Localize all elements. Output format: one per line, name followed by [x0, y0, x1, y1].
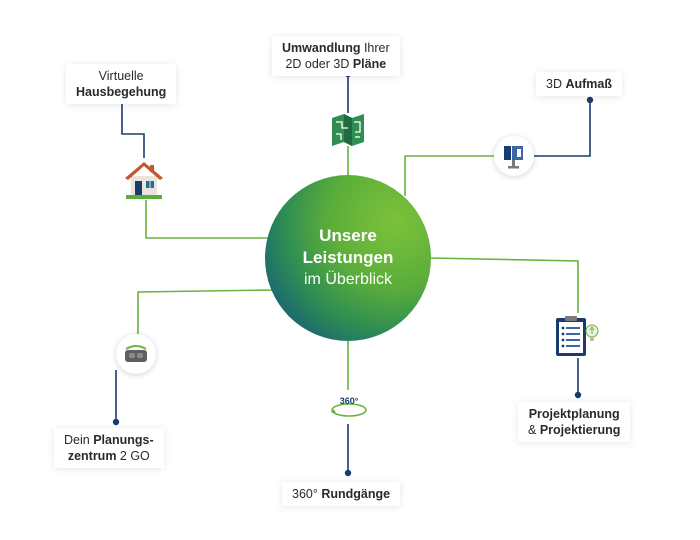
label-planungszentrum-bold2: zentrum	[67, 449, 117, 463]
360-icon: 360°	[328, 390, 370, 424]
house-icon	[122, 158, 166, 202]
label-hausbegehung: Virtuelle Hausbegehung	[66, 64, 177, 104]
label-planungszentrum-light2: 2 GO	[116, 449, 150, 463]
label-aufmass: 3D Aufmaß	[536, 72, 622, 96]
connector-aufmass-top	[534, 100, 591, 157]
hub-title-line1: Unsere	[319, 226, 377, 245]
hub-title-line2: Leistungen	[302, 248, 394, 267]
vr-headset-icon	[116, 334, 156, 374]
label-projektplanung-bold2: Projektierung	[539, 423, 621, 437]
label-rundgaenge: 360° Rundgänge	[282, 482, 401, 506]
label-aufmass-light1: 3D	[546, 77, 566, 91]
3d-scanner-icon	[494, 136, 534, 176]
label-rundgaenge-bold1: Rundgänge	[321, 487, 391, 501]
label-rundgaenge-light1: 360°	[292, 487, 322, 501]
label-umwandlung-light2: 2D oder 3D	[285, 57, 353, 71]
connector-hausbegehung-top	[121, 100, 145, 158]
hub-subtitle: im Überblick	[303, 271, 392, 288]
connector-dot	[586, 96, 594, 104]
connector-aufmass-bottom	[404, 155, 494, 196]
connector-dot	[574, 391, 582, 399]
connector-projektplanung-top	[429, 257, 579, 313]
label-planungszentrum: Dein Planungs- zentrum 2 GO	[54, 428, 164, 468]
label-umwandlung-bold2: Pläne	[352, 57, 387, 71]
label-hausbegehung-light1: Virtuelle	[98, 69, 144, 83]
connector-planungszentrum-top	[137, 289, 273, 334]
label-hausbegehung-bold2: Hausbegehung	[76, 85, 167, 99]
connector-dot	[344, 469, 352, 477]
label-planungszentrum-bold1: Planungs-	[93, 433, 154, 447]
label-projektplanung-light2: &	[528, 423, 540, 437]
connector-hausbegehung-bottom	[145, 200, 268, 239]
label-aufmass-bold1: Aufmaß	[565, 77, 612, 91]
clipboard-checklist-icon	[552, 314, 600, 358]
label-projektplanung-bold1: Projektplanung	[528, 407, 620, 421]
connector-dot	[112, 418, 120, 426]
360-badge-text: 360°	[339, 396, 359, 406]
label-planungszentrum-light1: Dein	[64, 433, 94, 447]
label-projektplanung: Projektplanung & Projektierung	[518, 402, 631, 442]
floor-plan-icon	[328, 112, 368, 148]
label-umwandlung-light1b: Ihrer	[360, 41, 390, 55]
label-umwandlung-bold1: Umwandlung	[282, 41, 361, 55]
label-umwandlung: Umwandlung Ihrer 2D oder 3D Pläne	[272, 36, 400, 76]
hub-circle: Unsere Leistungen im Überblick	[265, 175, 431, 341]
